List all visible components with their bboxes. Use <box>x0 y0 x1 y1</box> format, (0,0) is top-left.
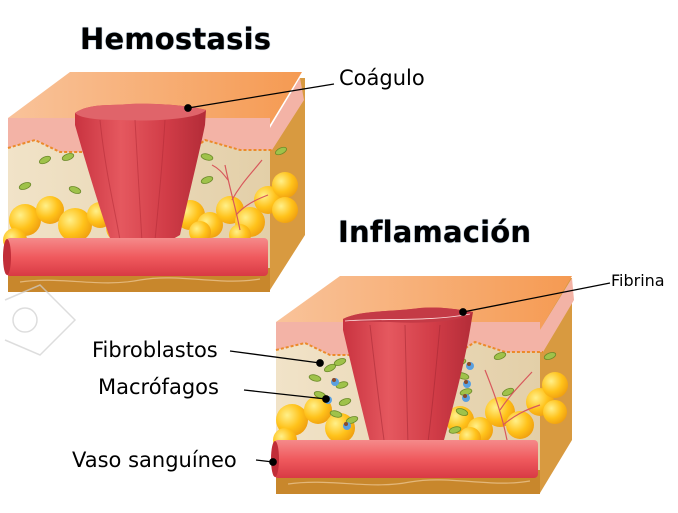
label-clot: Coágulo <box>339 66 425 90</box>
label-macrophages: Macrófagos <box>98 375 219 399</box>
watermark <box>4 284 77 356</box>
label-blood-vessel: Vaso sanguíneo <box>72 448 237 472</box>
hemostasis-block <box>3 72 305 292</box>
stage-title-hemostasis: Hemostasis <box>80 22 272 56</box>
stage-title-inflammation: Inflamación <box>338 215 532 249</box>
inflammation-block <box>271 276 574 494</box>
label-fibroblasts: Fibroblastos <box>92 338 218 362</box>
callout-lines <box>184 83 611 466</box>
macrophage-cells <box>324 362 474 430</box>
label-fibrin: Fibrina <box>611 271 665 290</box>
